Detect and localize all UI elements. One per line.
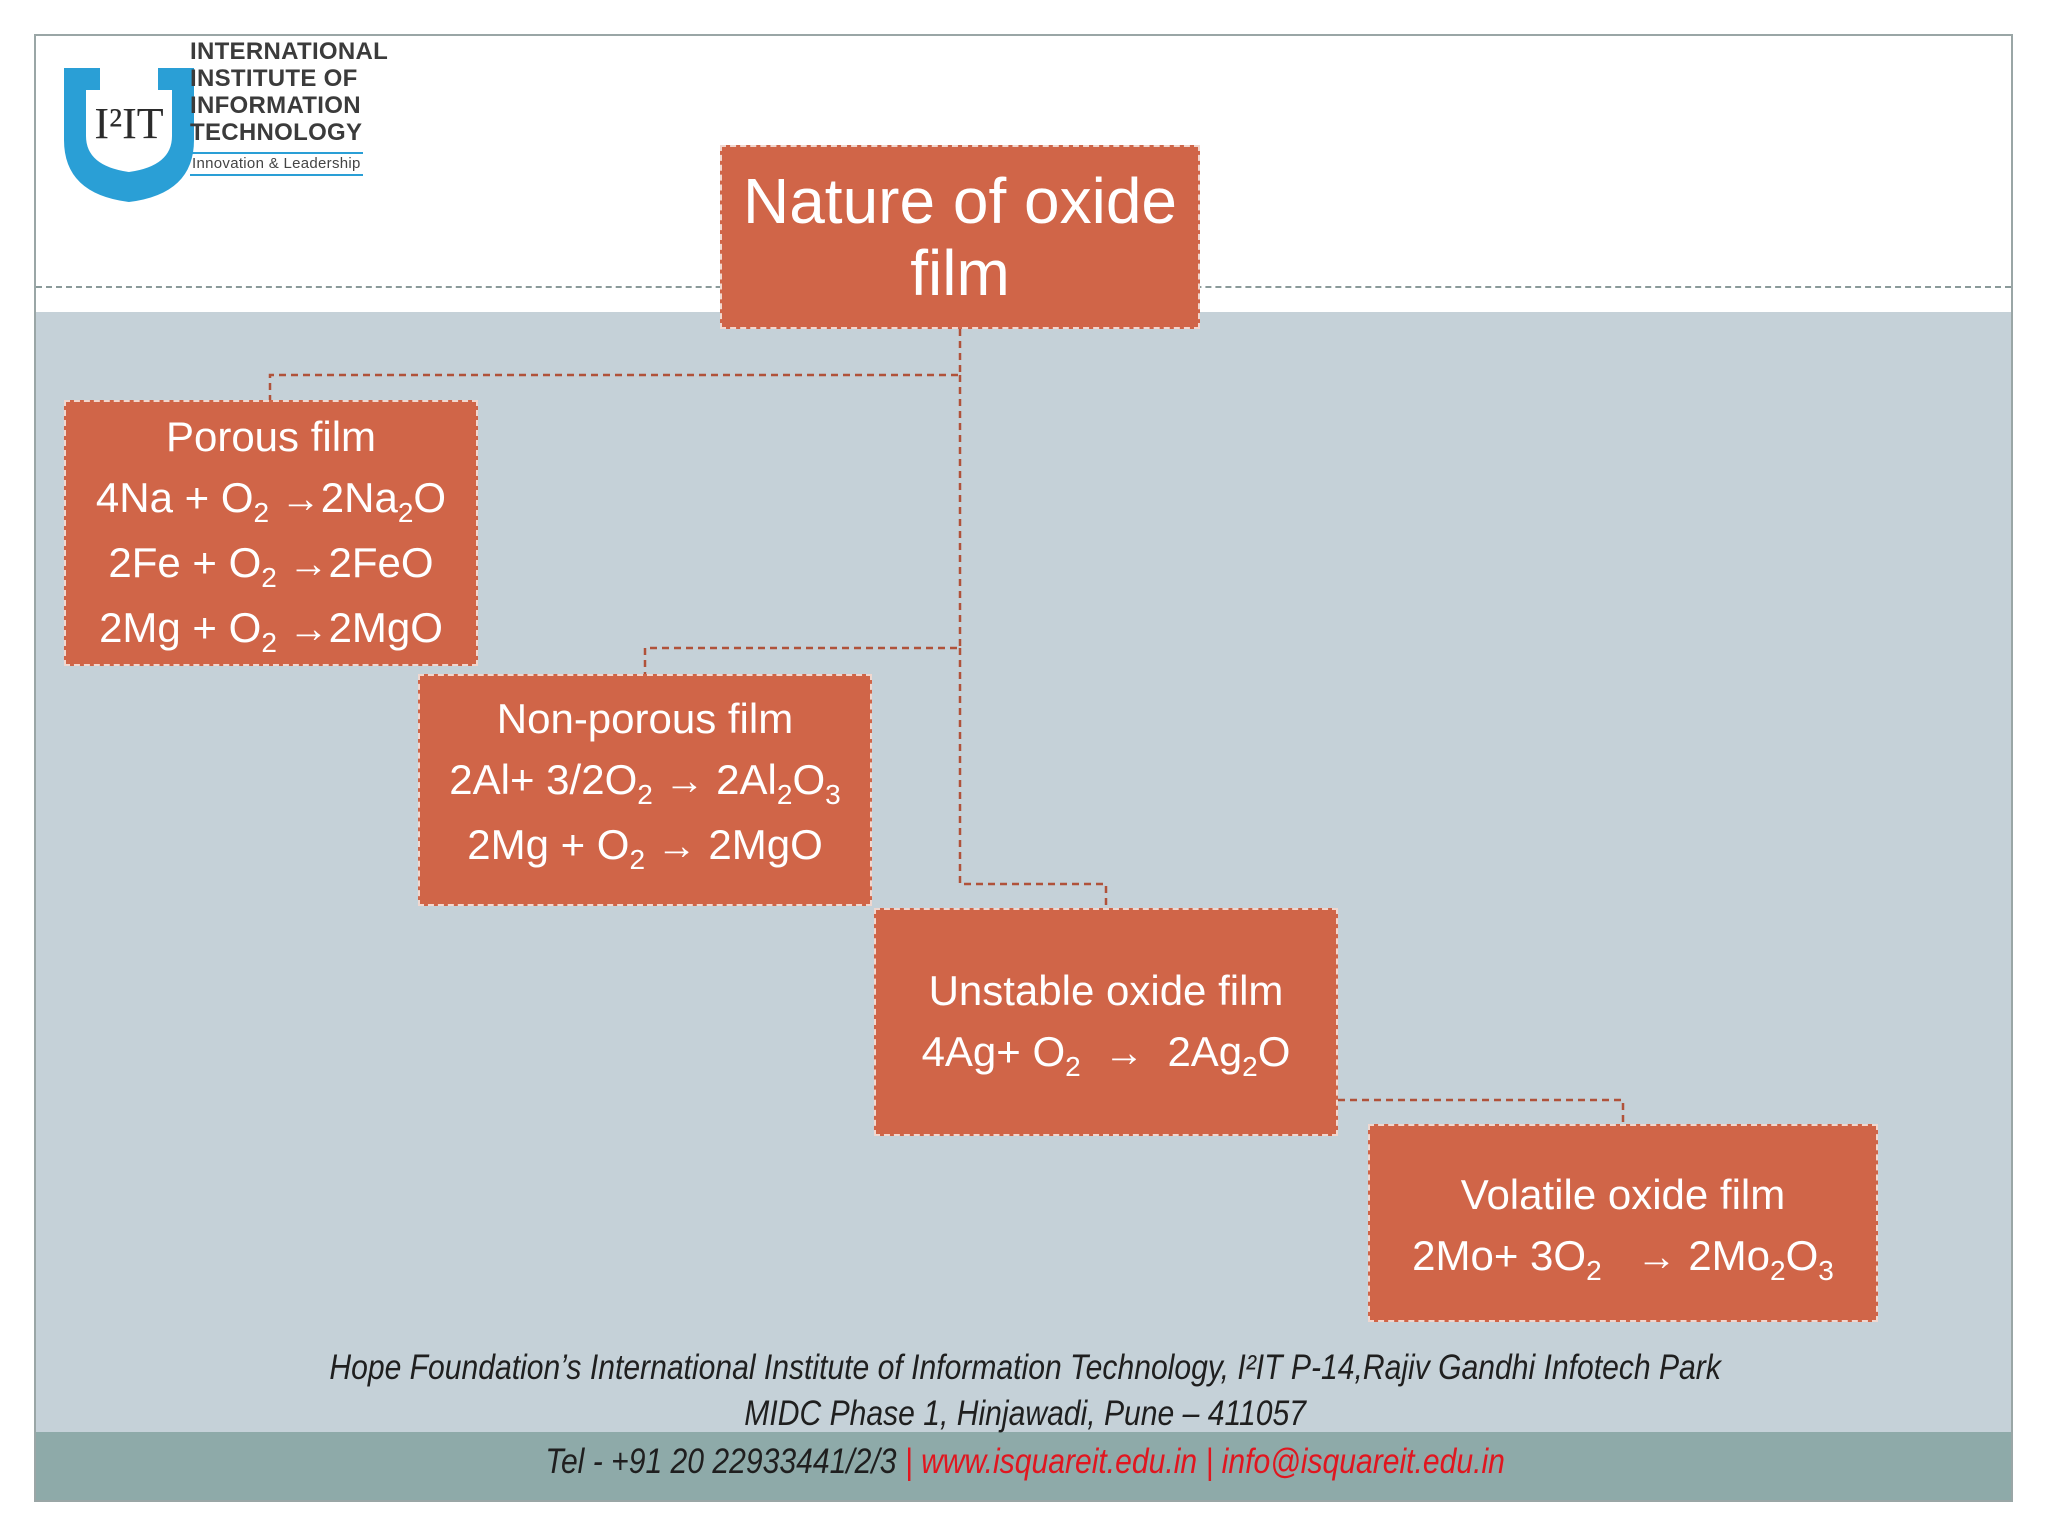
- root-title-line2: film: [910, 237, 1010, 309]
- footer-separator: |: [896, 1442, 922, 1481]
- arrow-icon: →: [664, 759, 705, 803]
- unstable-title: Unstable oxide film: [928, 967, 1284, 1014]
- logo-line: INFORMATION: [190, 92, 361, 119]
- volatile-oxide-film-node: Volatile oxide film 2Mo+ 3O2 → 2Mo2O3: [1368, 1124, 1878, 1322]
- unstable-oxide-film-node: Unstable oxide film 4Ag+ O2 → 2Ag2O: [874, 908, 1338, 1136]
- arrow-icon: →: [288, 607, 329, 651]
- logo-line: INSTITUTE OF: [190, 65, 358, 92]
- logo-tagline: Innovation & Leadership: [190, 152, 363, 176]
- logo-line: INTERNATIONAL: [190, 38, 389, 65]
- logo-wordmark: INTERNATIONAL INSTITUTE OF INFORMATION T…: [190, 38, 450, 176]
- nonporous-title: Non-porous film: [496, 695, 794, 742]
- unstable-equation-1: 4Ag+ O2 → 2Ag2O: [876, 1020, 1336, 1085]
- porous-equation-2: 2Fe + O2 →2FeO: [66, 531, 476, 596]
- footer-email-link[interactable]: info@isquareit.edu.in: [1221, 1442, 1505, 1481]
- porous-title: Porous film: [165, 413, 377, 460]
- root-title-line1: Nature of oxide: [742, 165, 1178, 237]
- nonporous-equation-2: 2Mg + O2 → 2MgO: [420, 813, 870, 878]
- arrow-icon: →: [1104, 1031, 1145, 1075]
- porous-film-node: Porous film 4Na + O2 →2Na2O 2Fe + O2 →2F…: [64, 400, 478, 666]
- footer-website-link[interactable]: www.isquareit.edu.in: [921, 1442, 1198, 1481]
- non-porous-film-node: Non-porous film 2Al+ 3/2O2 → 2Al2O3 2Mg …: [418, 674, 872, 906]
- footer-address-line1: Hope Foundation’s International Institut…: [329, 1348, 1721, 1387]
- footer-band: [36, 1432, 2011, 1500]
- volatile-title: Volatile oxide film: [1460, 1171, 1786, 1218]
- arrow-icon: →: [1636, 1235, 1677, 1279]
- arrow-icon: →: [280, 477, 321, 521]
- i2it-shield-icon: I²IT: [64, 56, 194, 202]
- arrow-icon: →: [288, 542, 329, 586]
- porous-equation-1: 4Na + O2 →2Na2O: [66, 466, 476, 531]
- footer-tel: Tel - +91 20 22933441/2/3: [545, 1442, 897, 1481]
- footer-separator: |: [1197, 1442, 1222, 1481]
- volatile-equation-1: 2Mo+ 3O2 → 2Mo2O3: [1370, 1224, 1876, 1289]
- footer-address-line2: MIDC Phase 1, Hinjawadi, Pune – 411057: [744, 1394, 1306, 1433]
- nonporous-equation-1: 2Al+ 3/2O2 → 2Al2O3: [420, 748, 870, 813]
- footer-contact-line: Tel - +91 20 22933441/2/3 | www.isquarei…: [144, 1442, 1905, 1482]
- root-node: Nature of oxide film: [720, 145, 1200, 329]
- logo-line: TECHNOLOGY: [190, 119, 363, 146]
- svg-text:I²IT: I²IT: [94, 99, 163, 148]
- arrow-icon: →: [656, 824, 697, 868]
- porous-equation-3: 2Mg + O2 →2MgO: [66, 596, 476, 661]
- institute-logo: I²IT INTERNATIONAL INSTITUTE OF INFORMAT…: [24, 18, 388, 202]
